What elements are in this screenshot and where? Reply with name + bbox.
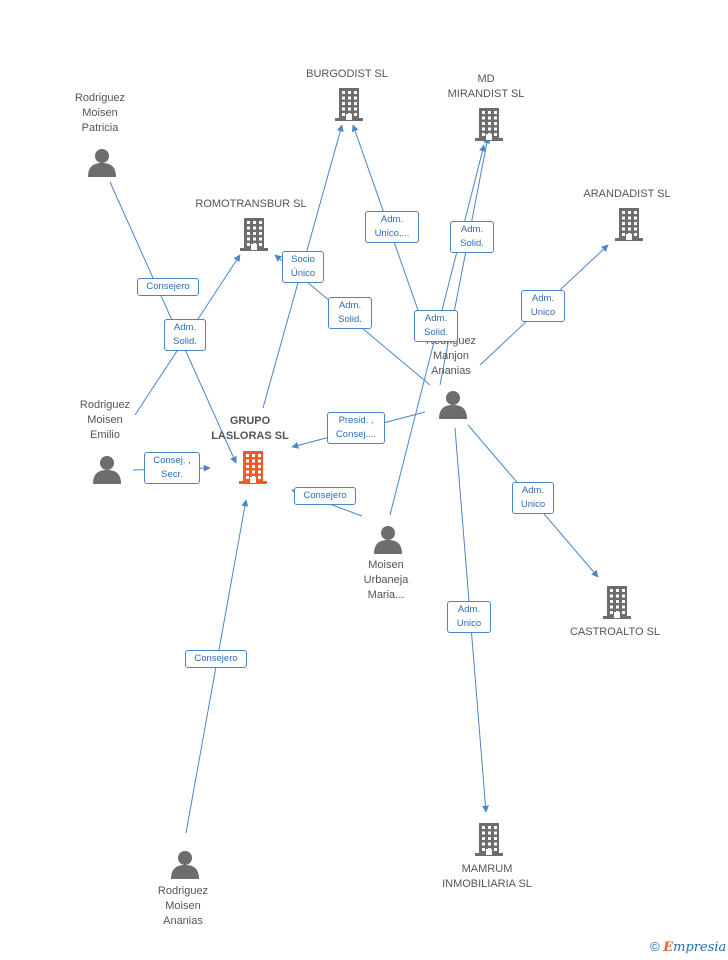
building-icon[interactable] xyxy=(333,86,365,127)
node-label-emilio[interactable]: Rodriguez Moisen Emilio xyxy=(79,399,131,441)
person-icon[interactable] xyxy=(87,147,117,182)
building-icon[interactable] xyxy=(238,216,270,257)
edge-label[interactable]: Consejero xyxy=(137,278,199,296)
building-icon[interactable] xyxy=(473,821,505,862)
node-label-mamrum[interactable]: MAMRUM INMOBILIARIA SL xyxy=(442,863,532,890)
edge-line xyxy=(439,136,491,386)
node-label-burgodist[interactable]: BURGODIST SL xyxy=(306,68,388,80)
edge-label[interactable]: Adm. Unico,... xyxy=(365,211,419,243)
brand-logo-text: mpresia xyxy=(673,940,727,955)
person-icon[interactable] xyxy=(373,524,403,559)
person-icon[interactable] xyxy=(92,454,122,489)
node-label-grupo[interactable]: GRUPO LASLORAS SL xyxy=(211,415,289,442)
person-icon[interactable] xyxy=(438,389,468,424)
edge-label[interactable]: Socio Único xyxy=(282,251,324,283)
edge-label[interactable]: Adm. Solid. xyxy=(414,310,458,342)
edge-label[interactable]: Consejero xyxy=(294,487,356,505)
building-icon[interactable] xyxy=(613,206,645,247)
node-label-patricia[interactable]: Rodriguez Moisen Patricia xyxy=(74,92,126,134)
edge-label[interactable]: Adm. Unico xyxy=(512,482,554,514)
node-label-ananias-rm[interactable]: Rodriguez Moisen Ananias xyxy=(157,885,209,927)
edge-label[interactable]: Adm. Unico xyxy=(521,290,565,322)
building-icon[interactable] xyxy=(601,584,633,625)
edge-label[interactable]: Presid. , Consej.... xyxy=(327,412,385,444)
edge-label[interactable]: Adm. Solid. xyxy=(450,221,494,253)
person-icon[interactable] xyxy=(170,849,200,884)
node-label-romotransbur[interactable]: ROMOTRANSBUR SL xyxy=(195,198,307,210)
node-label-castroalto[interactable]: CASTROALTO SL xyxy=(569,626,661,638)
building-icon[interactable] xyxy=(473,106,505,147)
node-label-maria[interactable]: Moisen Urbaneja Maria... xyxy=(363,559,409,601)
edge-label[interactable]: Adm. Unico xyxy=(447,601,491,633)
copyright-symbol: © xyxy=(650,939,660,954)
edge-label[interactable]: Adm. Solid. xyxy=(328,297,372,329)
brand-logo-letter: E xyxy=(663,940,674,955)
edge-label[interactable]: Consej. , Secr. xyxy=(144,452,200,484)
node-label-arandadist[interactable]: ARANDADIST SL xyxy=(583,188,671,200)
edge-label[interactable]: Consejero xyxy=(185,650,247,668)
edge-label[interactable]: Adm. Solid. xyxy=(164,319,206,351)
building-icon[interactable] xyxy=(237,449,269,490)
node-label-mirandist[interactable]: MD MIRANDIST SL xyxy=(447,73,525,100)
footer-brand[interactable]: © Empresia xyxy=(650,939,726,955)
